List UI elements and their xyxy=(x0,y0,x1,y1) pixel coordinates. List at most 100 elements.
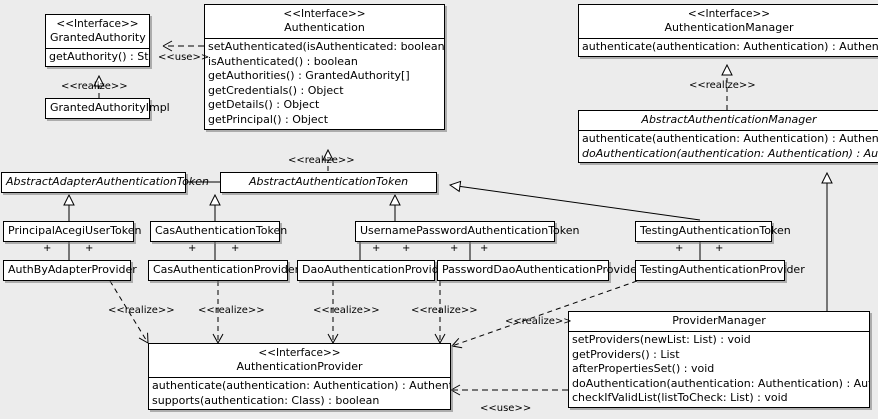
class-name: DaoAuthenticationProvider xyxy=(302,263,450,276)
class-header: TestingAuthenticationToken xyxy=(636,222,791,241)
assoc-plus-marker: + xyxy=(450,243,459,254)
edge-label-use-authentication-grantedauthority: <<use>> xyxy=(158,52,210,63)
edge-generalize-testingauthenticationtoken xyxy=(450,185,701,221)
class-stereotype: <<Interface>> xyxy=(283,8,366,20)
assoc-plus-marker: + xyxy=(372,243,381,254)
edge-label-realize-abstractauthenticationtoken: <<realize>> xyxy=(288,155,355,166)
class-header: AbstractAdapterAuthenticationToken xyxy=(2,173,209,192)
assoc-plus-marker: + xyxy=(43,243,52,254)
class-method: doAuthentication(authentication: Authent… xyxy=(582,146,878,160)
class-header: PrincipalAcegiUserToken xyxy=(4,222,142,241)
class-header: <<Interface>> GrantedAuthority xyxy=(46,15,149,48)
class-header: AbstractAuthenticationManager xyxy=(579,111,878,130)
class-method: supports(authentication: Class) : boolea… xyxy=(152,393,380,407)
class-cas-authentication-provider[interactable]: CasAuthenticationProvider xyxy=(148,260,300,281)
class-name: CasAuthenticationProvider xyxy=(153,263,300,276)
class-name: UsernamePasswordAuthenticationToken xyxy=(360,224,580,237)
class-name: AbstractAuthenticationToken xyxy=(248,175,409,188)
class-dao-authentication-provider[interactable]: DaoAuthenticationProvider xyxy=(297,260,450,281)
class-name: AbstractAdapterAuthenticationToken xyxy=(6,175,209,188)
class-method: getCredentials() : Object xyxy=(208,83,344,97)
class-method: isAuthenticated() : boolean xyxy=(208,54,358,68)
class-header: <<Interface>> AuthenticationManager xyxy=(579,5,878,38)
method-compartment: getAuthority() : String xyxy=(46,48,149,66)
assoc-plus-marker: + xyxy=(85,243,94,254)
class-method: authenticate(authentication: Authenticat… xyxy=(152,379,450,392)
class-method: getPrincipal() : Object xyxy=(208,112,329,126)
class-name: AbstractAuthenticationManager xyxy=(641,113,817,126)
assoc-plus-marker: + xyxy=(675,243,684,254)
assoc-plus-marker: + xyxy=(402,243,411,254)
class-header: AbstractAuthenticationToken xyxy=(221,173,436,192)
class-auth-by-adapter-provider[interactable]: AuthByAdapterProvider xyxy=(3,260,137,281)
class-method: checkIfValidList(listToCheck: List) : vo… xyxy=(572,391,788,405)
class-method: setProviders(newList: List) : void xyxy=(572,333,751,346)
edge-label-use-providermanager-authenticationprovider: <<use>> xyxy=(480,403,532,414)
edge-label-realize-passworddaoauthenticationprovider: <<realize>> xyxy=(411,305,478,316)
class-header: <<Interface>> AuthenticationProvider xyxy=(149,344,450,377)
class-header: DaoAuthenticationProvider xyxy=(298,261,450,280)
class-name: TestingAuthenticationProvider xyxy=(640,263,805,276)
class-method: getAuthorities() : GrantedAuthority[] xyxy=(208,69,410,83)
class-abstract-adapter-authentication-token[interactable]: AbstractAdapterAuthenticationToken xyxy=(1,172,209,193)
class-name: Authentication xyxy=(284,21,365,34)
class-abstract-authentication-token[interactable]: AbstractAuthenticationToken xyxy=(220,172,437,193)
class-authentication-provider[interactable]: <<Interface>> AuthenticationProvider aut… xyxy=(148,343,451,411)
class-method: setAuthenticated(isAuthenticated: boolea… xyxy=(208,40,444,53)
class-testing-authentication-provider[interactable]: TestingAuthenticationProvider xyxy=(635,260,805,281)
class-header: AuthByAdapterProvider xyxy=(4,261,137,280)
edge-label-realize-daoauthenticationprovider: <<realize>> xyxy=(313,305,380,316)
class-principal-acegi-user-token[interactable]: PrincipalAcegiUserToken xyxy=(3,221,142,242)
edge-label-realize-abstractauthenticationmanager: <<realize>> xyxy=(689,80,756,91)
class-provider-manager[interactable]: ProviderManager setProviders(newList: Li… xyxy=(568,311,870,408)
class-name: GrantedAuthority xyxy=(50,31,146,44)
class-name: AuthenticationManager xyxy=(664,21,794,34)
class-name: AuthByAdapterProvider xyxy=(8,263,137,276)
edge-label-realize-grantedauthorityimpl: <<realize>> xyxy=(61,81,128,92)
class-stereotype: <<Interface>> xyxy=(56,18,139,30)
class-username-password-authentication-token[interactable]: UsernamePasswordAuthenticationToken xyxy=(355,221,580,242)
class-method: getProviders() : List xyxy=(572,347,680,361)
class-name: AuthenticationProvider xyxy=(236,360,363,373)
class-method: authenticate(authentication: Authenticat… xyxy=(582,132,878,145)
class-header: GrantedAuthorityImpl xyxy=(46,99,170,118)
class-method: doAuthentication(authentication: Authent… xyxy=(572,376,869,390)
class-header: <<Interface>> Authentication xyxy=(205,5,444,38)
class-testing-authentication-token[interactable]: TestingAuthenticationToken xyxy=(635,221,791,242)
assoc-plus-marker: + xyxy=(480,243,489,254)
class-method: getDetails() : Object xyxy=(208,98,320,112)
class-name: ProviderManager xyxy=(672,314,766,327)
class-stereotype: <<Interface>> xyxy=(687,8,771,20)
class-name: PasswordDaoAuthenticationProvider xyxy=(442,263,642,276)
class-granted-authority-impl[interactable]: GrantedAuthorityImpl xyxy=(45,98,170,119)
class-method: authenticate(authentication: Authenticat… xyxy=(582,40,878,53)
class-cas-authentication-token[interactable]: CasAuthenticationToken xyxy=(150,221,287,242)
class-header: ProviderManager xyxy=(569,312,869,331)
class-stereotype: <<Interface>> xyxy=(258,347,341,359)
class-name: TestingAuthenticationToken xyxy=(640,224,791,237)
class-password-dao-authentication-provider[interactable]: PasswordDaoAuthenticationProvider xyxy=(437,260,642,281)
edge-label-realize-casauthenticationprovider: <<realize>> xyxy=(198,305,265,316)
class-method: afterPropertiesSet() : void xyxy=(572,362,715,376)
class-name: GrantedAuthorityImpl xyxy=(50,101,170,114)
class-authentication[interactable]: <<Interface>> Authentication setAuthenti… xyxy=(204,4,445,130)
method-compartment: authenticate(authentication: Authenticat… xyxy=(149,377,450,409)
class-granted-authority[interactable]: <<Interface>> GrantedAuthority getAuthor… xyxy=(45,14,150,67)
class-header: TestingAuthenticationProvider xyxy=(636,261,805,280)
method-compartment: authenticate(authentication: Authenticat… xyxy=(579,38,878,56)
assoc-plus-marker: + xyxy=(188,243,197,254)
method-compartment: setProviders(newList: List) : void getPr… xyxy=(569,331,869,407)
class-header: CasAuthenticationToken xyxy=(151,222,287,241)
assoc-plus-marker: + xyxy=(231,243,240,254)
class-abstract-authentication-manager[interactable]: AbstractAuthenticationManager authentica… xyxy=(578,110,878,164)
method-compartment: authenticate(authentication: Authenticat… xyxy=(579,130,878,162)
class-header: CasAuthenticationProvider xyxy=(149,261,300,280)
edge-label-realize-testingauthenticationprovider: <<realize>> xyxy=(505,316,572,327)
edge-label-realize-authbyadapterprovider: <<realize>> xyxy=(108,305,175,316)
class-name: PrincipalAcegiUserToken xyxy=(8,224,142,237)
class-header: PasswordDaoAuthenticationProvider xyxy=(438,261,642,280)
class-method: getAuthority() : String xyxy=(49,50,149,63)
assoc-plus-marker: + xyxy=(715,243,724,254)
class-authentication-manager[interactable]: <<Interface>> AuthenticationManager auth… xyxy=(578,4,878,57)
